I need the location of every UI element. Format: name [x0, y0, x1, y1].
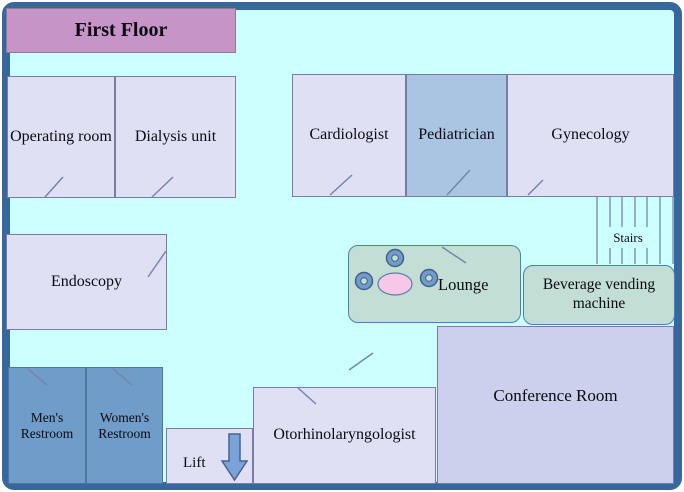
room-otorhinolaryngologist-label: Otorhinolaryngologist	[273, 426, 416, 444]
room-conference-label: Conference Room	[493, 386, 618, 406]
room-mens-restroom: Men's Restroom	[8, 367, 86, 484]
room-cardiologist: Cardiologist	[292, 74, 406, 197]
room-gynecology-label: Gynecology	[551, 126, 630, 144]
room-womens-restroom-label: Women's Restroom	[98, 409, 151, 441]
lift-label-wrap: Lift	[183, 452, 225, 474]
room-lift-label: Lift	[183, 454, 206, 471]
beverage-vending-machine-label: Beverage vending machine	[542, 276, 656, 312]
room-endoscopy: Endoscopy	[6, 234, 167, 330]
room-womens-restroom: Women's Restroom	[86, 367, 163, 484]
beverage-vending-machine: Beverage vending machine	[523, 265, 675, 325]
room-operating: Operating room	[7, 76, 115, 198]
room-cardiologist-label: Cardiologist	[309, 126, 389, 144]
room-pediatrician: Pediatrician	[406, 74, 507, 197]
floor-title-label: First Floor	[74, 19, 168, 41]
room-dialysis-unit-label: Dialysis unit	[134, 127, 217, 145]
room-otorhinolaryngologist: Otorhinolaryngologist	[253, 387, 436, 484]
room-dialysis-unit: Dialysis unit	[115, 76, 236, 198]
lounge-label: Lounge	[438, 275, 489, 294]
stairs-label-wrap: Stairs	[601, 227, 655, 248]
floor-title: First Floor	[6, 8, 236, 53]
room-mens-restroom-label: Men's Restroom	[20, 409, 74, 441]
room-operating-label: Operating room	[10, 127, 112, 145]
room-gynecology: Gynecology	[507, 74, 674, 197]
room-pediatrician-label: Pediatrician	[418, 126, 495, 144]
lounge-label-wrap: Lounge	[438, 274, 508, 296]
stairs-label: Stairs	[613, 229, 643, 245]
room-endoscopy-label: Endoscopy	[50, 272, 123, 290]
room-conference: Conference Room	[437, 326, 674, 484]
